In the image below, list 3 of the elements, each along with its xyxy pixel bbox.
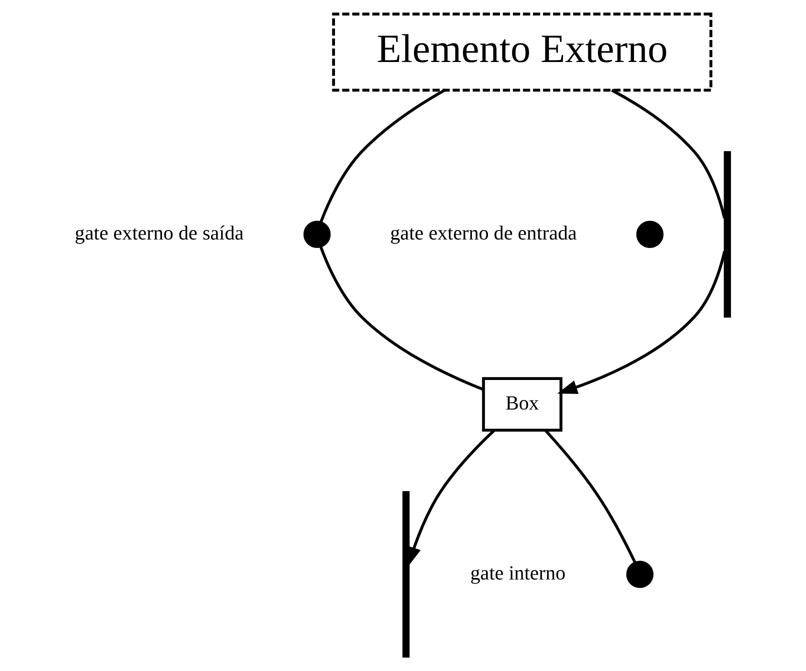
node-label: gate externo de saída: [74, 222, 244, 245]
node-label: gate interno: [470, 562, 566, 585]
node-label: gate externo de entrada: [390, 222, 576, 245]
